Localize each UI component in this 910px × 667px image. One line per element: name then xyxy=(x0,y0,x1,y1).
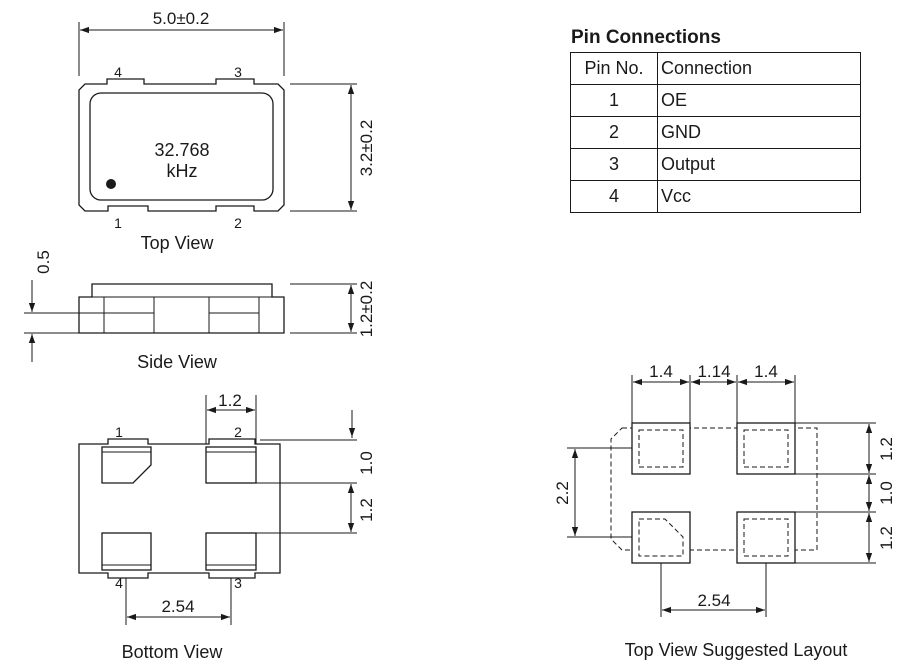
frequency-unit-marking: kHz xyxy=(167,161,198,181)
layout-pad-width-label-right: 1.4 xyxy=(754,362,778,381)
pin-table-title: Pin Connections xyxy=(571,27,721,48)
lid-outline xyxy=(89,92,274,201)
bottom-pin-label-3: 3 xyxy=(234,575,242,591)
cell-connection: Output xyxy=(657,148,861,181)
table-row: 1 OE xyxy=(570,84,861,117)
top-pin-label-3: 3 xyxy=(234,64,242,80)
layout-pad-1-inner xyxy=(638,518,684,557)
cell-pin: 1 xyxy=(570,84,658,117)
cell-pin: 2 xyxy=(570,116,658,149)
layout-gap-label: 1.14 xyxy=(697,362,730,381)
cell-connection: GND xyxy=(657,116,861,149)
layout-pad-1 xyxy=(631,511,691,564)
top-view: 5.0±0.2 32.768 kHz 1 2 3 4 3.2±0.2 Top V… xyxy=(78,9,376,253)
side-view-title: Side View xyxy=(137,352,218,372)
layout-pad-4 xyxy=(631,422,691,475)
side-pad-label: 0.5 xyxy=(34,250,53,274)
bottom-pad-height-label: 1.2 xyxy=(357,498,376,522)
cell-pin: 4 xyxy=(570,180,658,213)
top-pin-label-4: 4 xyxy=(114,64,122,80)
pin-connections-table-block: Pin Connections Pin No. Connection 1 OE … xyxy=(570,26,861,213)
frequency-marking: 32.768 xyxy=(154,140,209,160)
top-pin-label-2: 2 xyxy=(234,215,242,231)
top-pin-label-1: 1 xyxy=(114,215,122,231)
table-row: 4 Vcc xyxy=(570,180,861,213)
side-view: 0.5 1.2±0.2 Side View xyxy=(24,250,376,372)
suggested-layout-view: 1.4 1.14 1.4 1.2 1.0 1.2 2.2 2.54 Top Vi… xyxy=(553,362,896,660)
header-pin-no: Pin No. xyxy=(570,52,658,85)
layout-gap-v-label: 1.0 xyxy=(877,481,896,505)
top-width-label: 5.0±0.2 xyxy=(153,9,210,28)
table-row: 2 GND xyxy=(570,116,861,149)
bottom-pad-2 xyxy=(205,446,257,484)
bottom-pitch-label: 2.54 xyxy=(161,597,194,616)
layout-pitch-label: 2.54 xyxy=(697,591,730,610)
side-height-label: 1.2±0.2 xyxy=(357,281,376,338)
pin1-dot-marker xyxy=(106,179,116,189)
layout-package-outline xyxy=(610,427,818,551)
layout-pad-width-label-left: 1.4 xyxy=(649,362,673,381)
bottom-pin-label-2: 2 xyxy=(234,424,242,440)
layout-pad-height-label-top: 1.2 xyxy=(877,437,896,461)
bottom-pin-label-4: 4 xyxy=(115,575,123,591)
bottom-pad-1 xyxy=(101,446,152,484)
cell-connection: OE xyxy=(657,84,861,117)
bottom-view: 1 2 3 4 1.2 1.0 1.2 2.54 Bottom View xyxy=(78,391,376,662)
table-header-row: Pin No. Connection xyxy=(570,52,861,85)
bottom-gap-label: 1.0 xyxy=(357,451,376,475)
bottom-pad-3 xyxy=(205,532,257,571)
bottom-pad-width-label: 1.2 xyxy=(218,391,242,410)
header-connection: Connection xyxy=(657,52,861,85)
bottom-view-title: Bottom View xyxy=(122,642,224,662)
layout-view-title: Top View Suggested Layout xyxy=(625,640,848,660)
layout-pad-2 xyxy=(736,511,796,564)
side-body-outline xyxy=(78,283,285,334)
pin-connections-table: Pin No. Connection 1 OE 2 GND 3 Output 4… xyxy=(570,52,861,213)
cell-pin: 3 xyxy=(570,148,658,181)
cell-connection: Vcc xyxy=(657,180,861,213)
table-row: 3 Output xyxy=(570,148,861,181)
layout-pad-3 xyxy=(736,422,796,475)
bottom-pad-4 xyxy=(101,532,152,571)
layout-pad-height-label-bottom: 1.2 xyxy=(877,526,896,550)
top-view-title: Top View xyxy=(141,233,215,253)
top-height-label: 3.2±0.2 xyxy=(357,120,376,177)
layout-height-label: 2.2 xyxy=(553,481,572,505)
bottom-pin-label-1: 1 xyxy=(115,424,123,440)
